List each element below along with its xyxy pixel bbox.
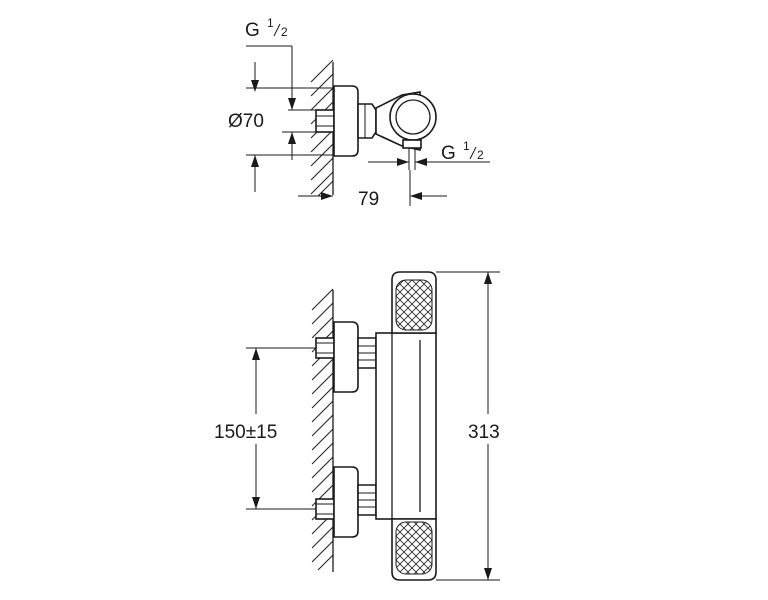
dimension-thread-top bbox=[246, 45, 316, 111]
rosette-top bbox=[333, 85, 359, 157]
dimension-diameter bbox=[246, 87, 334, 192]
inlet-stub-top bbox=[315, 109, 335, 133]
dimension-thread-bottom bbox=[368, 158, 490, 166]
dimension-spacing bbox=[246, 347, 316, 510]
label-projection: 79 bbox=[358, 189, 379, 210]
label-thread-top: G 1 2 bbox=[245, 16, 288, 41]
thermostat-body bbox=[375, 332, 437, 520]
connecting-nut-top bbox=[357, 103, 377, 139]
outlet-connector-top bbox=[402, 139, 422, 149]
label-diameter: Ø70 bbox=[228, 111, 264, 132]
dimension-height bbox=[436, 271, 500, 581]
lower-rosette bbox=[333, 466, 359, 538]
label-spacing: 150±15 bbox=[214, 422, 277, 443]
svg-text:2: 2 bbox=[477, 148, 484, 162]
svg-text:G: G bbox=[441, 143, 456, 164]
svg-text:1: 1 bbox=[267, 16, 274, 30]
svg-text:1: 1 bbox=[463, 139, 470, 153]
lower-inlet-stub bbox=[315, 498, 335, 520]
label-height: 313 bbox=[468, 422, 500, 443]
svg-text:2: 2 bbox=[281, 25, 288, 39]
upper-rosette bbox=[333, 321, 359, 393]
lower-knurl-pattern bbox=[395, 521, 433, 575]
front-view: 150±15 313 bbox=[214, 271, 500, 581]
top-view: G 1 2 Ø70 G 1 2 79 bbox=[228, 16, 490, 210]
label-thread-bottom: G 1 2 bbox=[441, 139, 484, 164]
upper-inlet-stub bbox=[315, 337, 335, 359]
upper-knurl-pattern bbox=[395, 279, 433, 331]
wall-hatch-front bbox=[311, 288, 334, 572]
dimension-projection bbox=[298, 170, 447, 206]
svg-text:G: G bbox=[245, 20, 260, 41]
